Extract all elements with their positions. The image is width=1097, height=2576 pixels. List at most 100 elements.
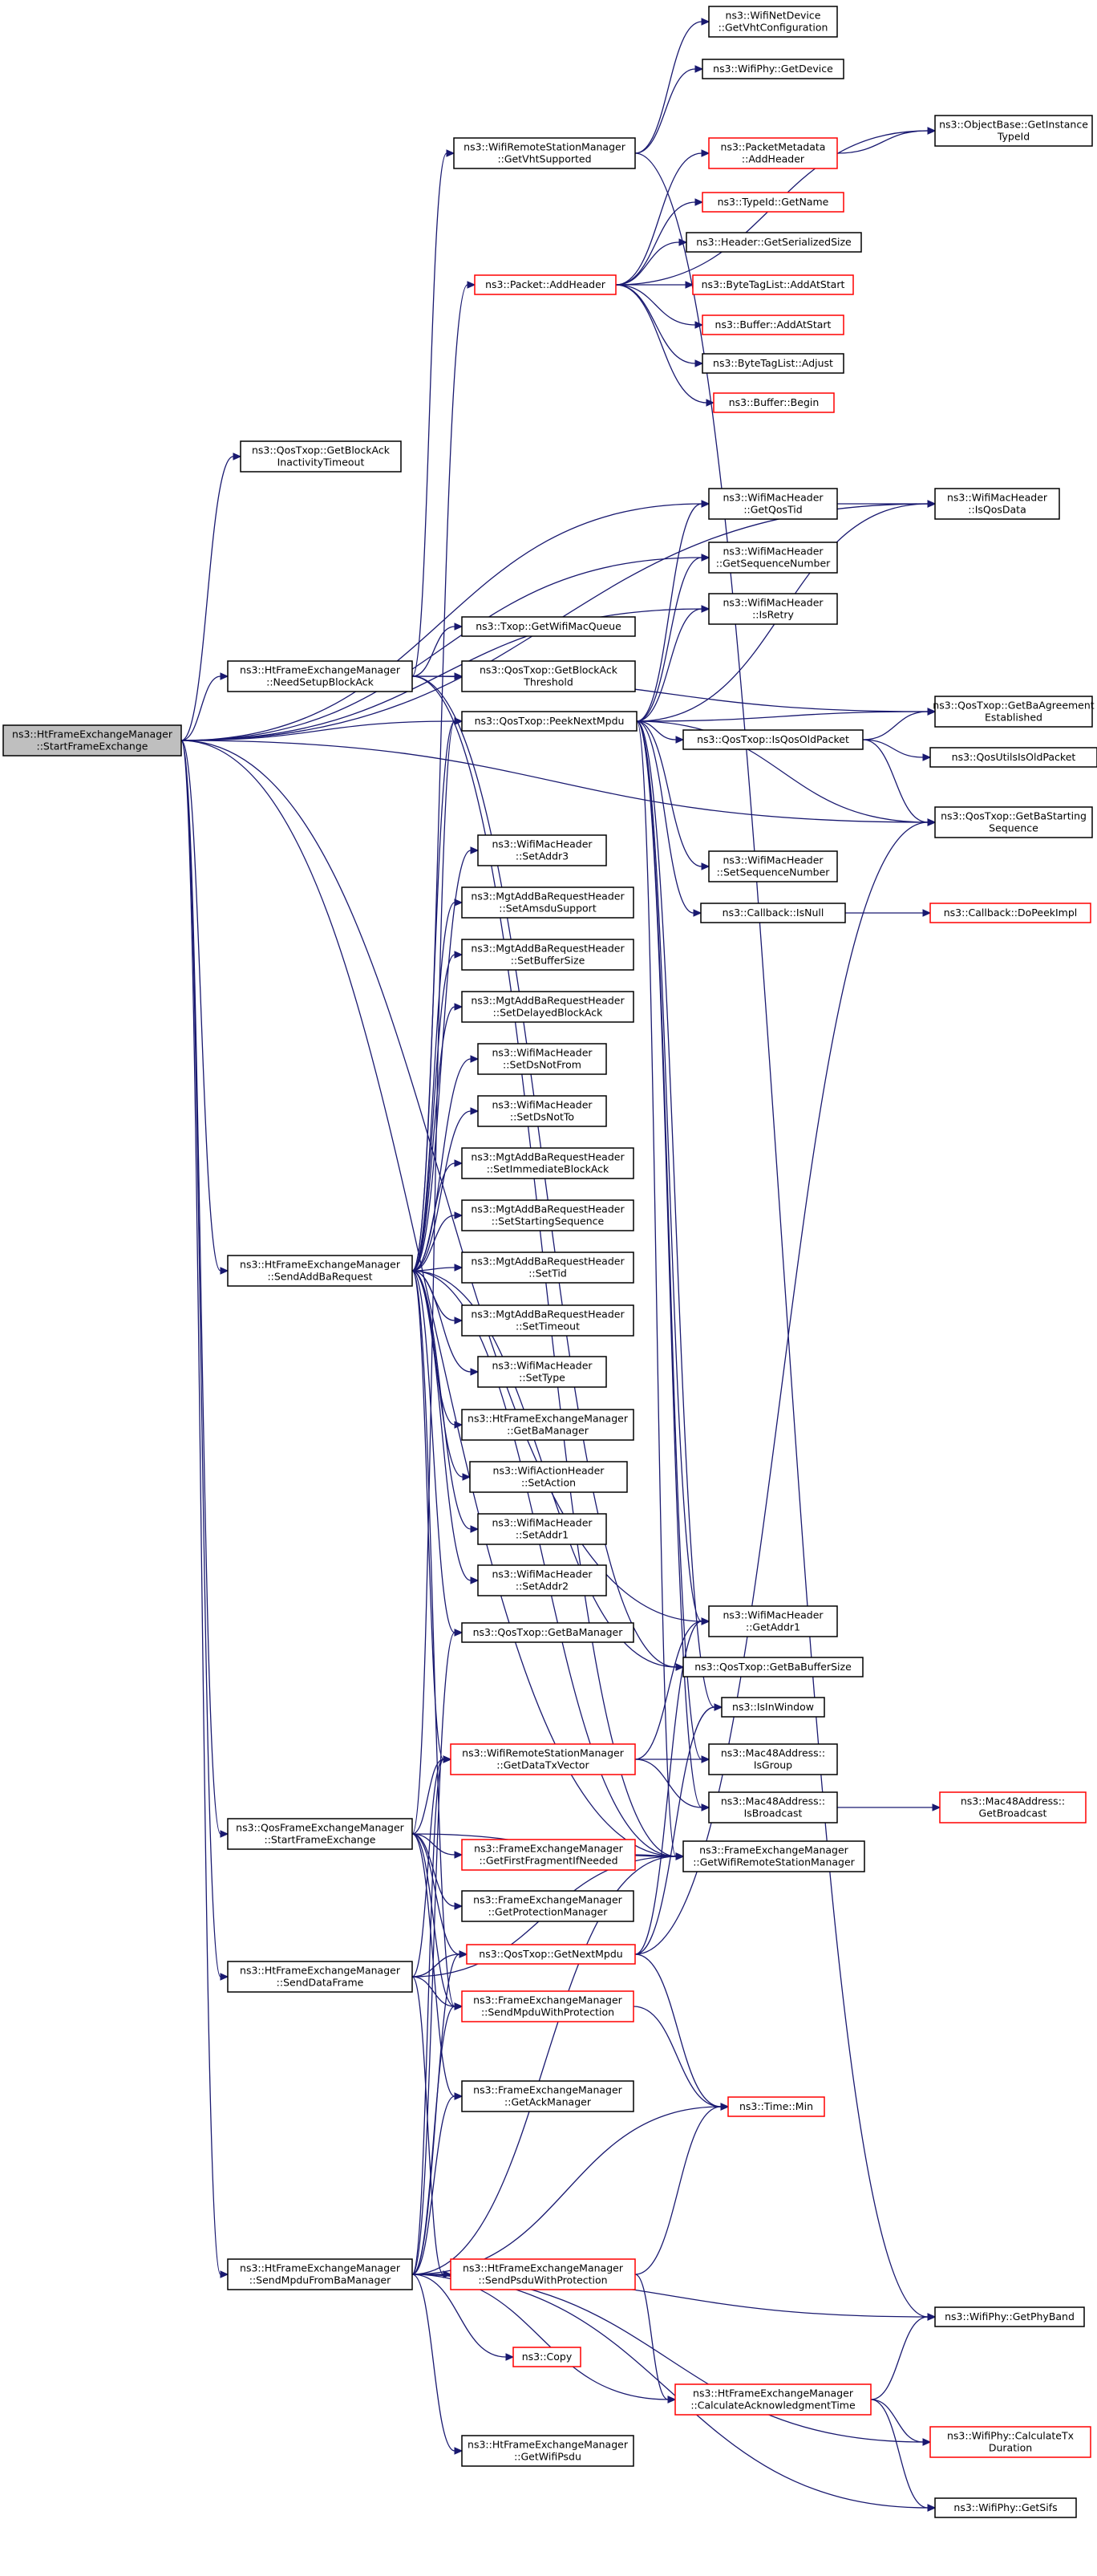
edge-peeknextmpdu-to-getwifirsm [636,720,685,1860]
node-sendaddbarequest[interactable]: ns3::HtFrameExchangeManager::SendAddBaRe… [227,1255,413,1287]
node-phygetdevice[interactable]: ns3::WifiPhy::GetDevice [702,59,844,79]
node-senddataframe[interactable]: ns3::HtFrameExchangeManager::SendDataFra… [227,1961,413,1993]
node-bytetag_addatstart[interactable]: ns3::ByteTagList::AddAtStart [692,274,854,295]
node-getwifipsdu[interactable]: ns3::HtFrameExchangeManager::GetWifiPsdu [461,2435,634,2467]
node-getvhtsupported[interactable]: ns3::WifiRemoteStationManager::GetVhtSup… [453,137,636,169]
node-sendmpduwithprot[interactable]: ns3::FrameExchangeManager::SendMpduWithP… [461,1990,634,2022]
edge-packet_addheader-to-buffer_begin [615,284,715,407]
node-time_min[interactable]: ns3::Time::Min [727,2096,825,2117]
node-header_getser[interactable]: ns3::Header::GetSerializedSize [686,232,862,253]
node-getsifs[interactable]: ns3::WifiPhy::GetSifs [934,2497,1077,2518]
node-setamsdusupport[interactable]: ns3::MgtAddBaRequestHeader::SetAmsduSupp… [461,886,634,919]
node-settype[interactable]: ns3::WifiMacHeader::SetType [477,1356,607,1388]
node-setdsnotfrom[interactable]: ns3::WifiMacHeader::SetDsNotFrom [477,1043,607,1075]
node-label-line: ::SetTimeout [516,1320,580,1333]
node-box [934,115,1093,147]
node-pktmeta_addheader[interactable]: ns3::PacketMetadata::AddHeader [708,137,838,169]
node-isqosdata[interactable]: ns3::WifiMacHeader::IsQosData [934,488,1060,520]
node-qos_getbamanager[interactable]: ns3::QosTxop::GetBaManager [461,1622,634,1643]
edge-needsetup-to-getvhtsupported [411,149,455,677]
node-box [461,711,638,732]
node-setaddr1[interactable]: ns3::WifiMacHeader::SetAddr1 [477,1513,607,1545]
node-sendmpdufromba[interactable]: ns3::HtFrameExchangeManager::SendMpduFro… [227,2258,413,2290]
node-isgroup[interactable]: ns3::Mac48Address::IsGroup [708,1743,838,1775]
node-qosutilsisold[interactable]: ns3::QosUtilsIsOldPacket [929,747,1097,768]
node-peeknextmpdu[interactable]: ns3::QosTxop::PeekNextMpdu [461,711,638,732]
node-typeid_getname[interactable]: ns3::TypeId::GetName [702,192,844,213]
node-setimmediateblockack[interactable]: ns3::MgtAddBaRequestHeader::SetImmediate… [461,1147,634,1179]
node-isretry[interactable]: ns3::WifiMacHeader::IsRetry [708,593,838,625]
edge-start-to-qos_startframeexchange [180,740,229,1838]
node-getbamanager_ht[interactable]: ns3::HtFrameExchangeManager::GetBaManage… [461,1409,634,1441]
node-getseqnum[interactable]: ns3::WifiMacHeader::GetSequenceNumber [708,542,838,574]
node-getaddr1[interactable]: ns3::WifiMacHeader::GetAddr1 [708,1605,838,1637]
node-buffer_begin[interactable]: ns3::Buffer::Begin [713,392,835,413]
node-getackmanager[interactable]: ns3::FrameExchangeManager::GetAckManager [461,2080,634,2112]
node-qos_startframeexchange[interactable]: ns3::QosFrameExchangeManager::StartFrame… [227,1818,413,1850]
node-isbroadcast[interactable]: ns3::Mac48Address::IsBroadcast [708,1791,838,1823]
node-box [461,1199,634,1231]
node-callback_isnull[interactable]: ns3::Callback::IsNull [700,903,846,923]
node-blockack_timeout[interactable]: ns3::QosTxop::GetBlockAckInactivityTimeo… [240,440,402,473]
node-sendpsduwithprot[interactable]: ns3::HtFrameExchangeManager::SendPsduWit… [450,2258,636,2290]
edge-sendmpdufromba-to-qos_getbamanager [411,1629,463,2275]
node-settimeout[interactable]: ns3::MgtAddBaRequestHeader::SetTimeout [461,1304,634,1337]
node-box [702,353,844,374]
node-setaddr3[interactable]: ns3::WifiMacHeader::SetAddr3 [477,834,607,866]
node-setdelayedblockack[interactable]: ns3::MgtAddBaRequestHeader::SetDelayedBl… [461,991,634,1023]
node-label-line: ::GetProtectionManager [488,1906,609,1918]
node-box [461,1990,634,2022]
node-setbuffersize[interactable]: ns3::MgtAddBaRequestHeader::SetBufferSiz… [461,939,634,971]
node-getdatatxvector[interactable]: ns3::WifiRemoteStationManager::GetDataTx… [450,1743,636,1775]
node-getnextmpdu[interactable]: ns3::QosTxop::GetNextMpdu [466,1944,636,1965]
edge-sendmpdufromba-to-getwifirsm [411,1852,685,2275]
node-getprotectionmanager[interactable]: ns3::FrameExchangeManager::GetProtection… [461,1890,634,1922]
node-label-line: ns3::WifiNetDevice [726,10,821,22]
edge-start-to-senddataframe [180,740,229,1981]
node-getqostid[interactable]: ns3::WifiMacHeader::GetQosTid [708,488,838,520]
node-callback_dopeek[interactable]: ns3::Callback::DoPeekImpl [929,903,1091,923]
node-box [708,1791,838,1823]
node-label-line: ::GetVhtSupported [497,153,591,165]
edge-start-to-blockack_timeout [180,452,242,741]
node-label-line: InactivityTimeout [277,456,365,469]
node-needsetup[interactable]: ns3::HtFrameExchangeManager::NeedSetupBl… [227,660,413,692]
node-isinwindow[interactable]: ns3::IsInWindow [721,1697,825,1718]
node-getfirstfragment[interactable]: ns3::FrameExchangeManager::GetFirstFragm… [461,1839,636,1871]
node-setdsnotto[interactable]: ns3::WifiMacHeader::SetDsNotTo [477,1095,607,1127]
node-box [477,1043,607,1075]
edge-peeknextmpdu-to-callback_isnull [636,720,702,917]
node-getbabuffersize[interactable]: ns3::QosTxop::GetBaBufferSize [682,1657,864,1677]
node-packet_addheader[interactable]: ns3::Packet::AddHeader [474,274,617,295]
node-settid[interactable]: ns3::MgtAddBaRequestHeader::SetTid [461,1251,634,1284]
node-label-line: ns3::FrameExchangeManager [474,1843,623,1855]
node-calcackwtime[interactable]: ns3::HtFrameExchangeManager::CalculateAc… [674,2383,872,2416]
node-setaddr2[interactable]: ns3::WifiMacHeader::SetAddr2 [477,1564,607,1596]
node-bytetag_adjust[interactable]: ns3::ByteTagList::Adjust [702,353,844,374]
node-getphyband[interactable]: ns3::WifiPhy::GetPhyBand [934,2306,1085,2327]
node-setstartingseq[interactable]: ns3::MgtAddBaRequestHeader::SetStartingS… [461,1199,634,1231]
node-box [461,1839,636,1871]
node-getbroadcast[interactable]: ns3::Mac48Address::GetBroadcast [939,1791,1087,1823]
node-isqosoldpacket[interactable]: ns3::QosTxop::IsQosOldPacket [682,729,864,750]
node-box [461,616,636,637]
node-box [708,1743,838,1775]
node-getvhtconfig[interactable]: ns3::WifiNetDevice::GetVhtConfiguration [708,6,838,38]
node-label-line: ns3::MgtAddBaRequestHeader [471,1151,625,1163]
edge-packet_addheader-to-typeid_getname [615,198,704,286]
node-getwifirsm[interactable]: ns3::FrameExchangeManager::GetWifiRemote… [682,1840,865,1872]
edge-pktmeta_addheader-to-getinstancetypeid [836,127,937,154]
node-setaction[interactable]: ns3::WifiActionHeader::SetAction [469,1461,628,1493]
node-start[interactable]: ns3::HtFrameExchangeManager::StartFrameE… [2,724,182,757]
node-setseqnum[interactable]: ns3::WifiMacHeader::SetSequenceNumber [708,850,838,882]
node-copy[interactable]: ns3::Copy [512,2347,581,2367]
node-getwifimacqueue[interactable]: ns3::Txop::GetWifiMacQueue [461,616,636,637]
node-label-line: ns3::WifiMacHeader [492,1517,593,1529]
node-buffer_addatstart[interactable]: ns3::Buffer::AddAtStart [702,314,844,335]
